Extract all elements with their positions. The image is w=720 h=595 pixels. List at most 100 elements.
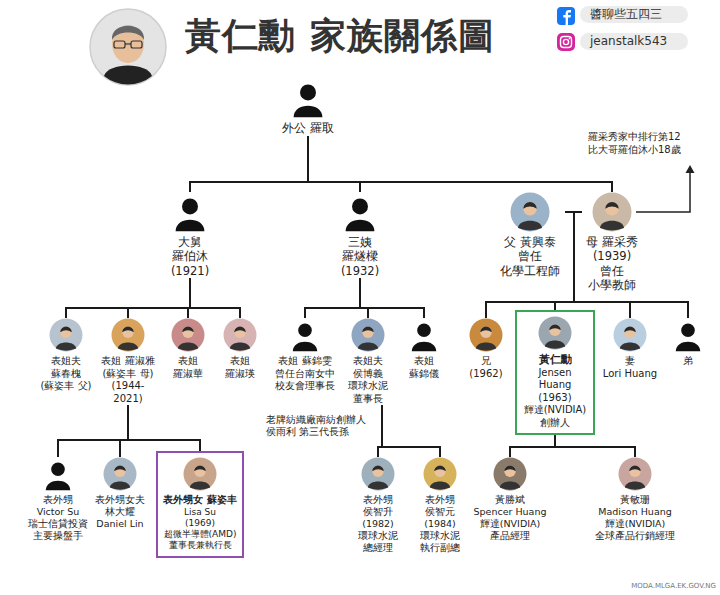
person-node: 表姐 羅淑雅(蘇姿丰 母)(1944-2021) (99, 318, 157, 405)
avatar-body (600, 221, 624, 231)
family-line (128, 278, 190, 318)
avatar-head (681, 323, 695, 337)
family-line (308, 136, 360, 192)
person-text: 表姐夫 蘇春槐 (38, 355, 94, 380)
avatar-hair (504, 466, 516, 472)
person-text: 環球水泥 董事長 (345, 380, 391, 405)
person-text: 三姨 羅燧樑 (334, 235, 386, 264)
person-avatar (423, 457, 457, 491)
avatar-photo (424, 458, 457, 491)
person-node: 表外甥女夫 林大耀Daniel Lin (93, 457, 147, 530)
person-node: 兄(1962) (467, 318, 505, 380)
person-avatar (340, 192, 380, 232)
avatar-body (412, 342, 436, 352)
avatar-face (434, 466, 446, 478)
person-text: 表姐 羅淑華 (166, 355, 210, 380)
avatar-face (362, 327, 374, 339)
person-avatar (103, 457, 137, 491)
person-text: Lisa Su (162, 507, 238, 518)
person-node: 父 黃興泰曾任 化學工程師 (495, 192, 565, 278)
avatar-photo (619, 458, 652, 491)
avatar-body (178, 342, 198, 350)
person-avatar (351, 318, 385, 352)
person-avatar (288, 318, 322, 352)
family-line (510, 435, 555, 457)
person-node: 黃敏珊Madison Huang輝達(NVIDIA) 全球產品行銷經理 (593, 457, 677, 542)
avatar-photo (184, 458, 217, 491)
person-node: 外公 羅取 (268, 78, 348, 136)
person-text: 曾任台南女中 校友會理事長 (274, 368, 336, 393)
person-text: 表外甥女夫 林大耀 (93, 494, 147, 518)
avatar-face (629, 466, 641, 478)
person-text: 弟 (670, 355, 706, 368)
avatar-photo (172, 319, 205, 352)
avatar-hair (523, 202, 537, 209)
avatar-body (368, 481, 388, 489)
instagram-glyph (563, 39, 568, 44)
avatar-face (480, 327, 492, 339)
person-text: (1963) (521, 392, 589, 405)
avatar-face (194, 466, 206, 478)
person-text: 環球水泥 執行副總 (414, 530, 466, 554)
person-text: (1932) (334, 264, 386, 278)
person-node: 母 羅采秀(1939)曾任 小學教師 (582, 192, 642, 293)
social-handle: 醬聊些五四三 (580, 6, 688, 23)
avatar-hair (60, 327, 72, 333)
person-text: (1982) (353, 518, 403, 530)
person-node: 弟 (670, 318, 706, 368)
family-line (555, 435, 635, 457)
avatar-hair (362, 327, 374, 333)
family-line (555, 212, 582, 310)
person-node: 大舅 羅伯沐(1921) (164, 192, 216, 278)
person-avatar (592, 192, 632, 232)
person-text: 輝達(NVIDIA) 產品經理 (472, 518, 548, 542)
avatar-photo (511, 193, 550, 232)
person-text: (1939) (582, 249, 642, 263)
person-node: 表外甥Victor Su瑞士信貸投資 主要操盤手 (27, 457, 89, 542)
avatar-face (60, 327, 72, 339)
family-line (190, 278, 240, 318)
person-avatar (49, 318, 83, 352)
family-line (382, 405, 440, 457)
avatar-body (430, 481, 450, 489)
watermark: MODA.MLGA.EK.GOV.NG (631, 582, 716, 591)
person-text: (1962) (467, 368, 505, 381)
avatar-hair (182, 327, 194, 333)
avatar-photo (494, 458, 527, 491)
family-line (574, 212, 688, 318)
person-avatar (111, 318, 145, 352)
person-avatar (618, 457, 652, 491)
avatar-hair (234, 327, 246, 333)
avatar-hair (122, 327, 134, 333)
person-avatar (361, 457, 395, 491)
person-text: 曾任 化學工程師 (495, 249, 565, 278)
family-line (305, 278, 360, 318)
family-line (66, 278, 190, 318)
person-node: 表姐夫 蘇春槐(蘇姿丰 父) (38, 318, 94, 393)
person-text: 曾任 小學教師 (582, 264, 642, 293)
facebook-icon (557, 7, 575, 25)
instagram-icon (557, 33, 575, 51)
avatar-hair (194, 466, 206, 472)
avatar-body (500, 481, 520, 489)
person-text: 表外甥 (27, 494, 89, 506)
avatar-body (518, 221, 542, 231)
avatar-face (122, 327, 134, 339)
avatar-body (476, 342, 496, 350)
avatar-body (56, 342, 76, 350)
portrait-glasses (125, 43, 131, 44)
person-text: 表姐 蘇錦儀 (402, 355, 446, 380)
avatar-photo (593, 193, 632, 232)
person-text: 母 羅采秀 (582, 235, 642, 249)
avatar-face (624, 327, 636, 339)
person-node: 表姐 蘇錦儀 (402, 318, 446, 380)
person-node: 表姐夫 侯博義環球水泥 董事長 (345, 318, 391, 405)
person-text: 瑞士信貸投資 主要操盤手 (27, 518, 89, 542)
person-avatar (493, 457, 527, 491)
family-line (360, 278, 368, 318)
person-avatar (613, 318, 647, 352)
person-text: (1969) (162, 518, 238, 529)
avatar-head (352, 198, 368, 214)
